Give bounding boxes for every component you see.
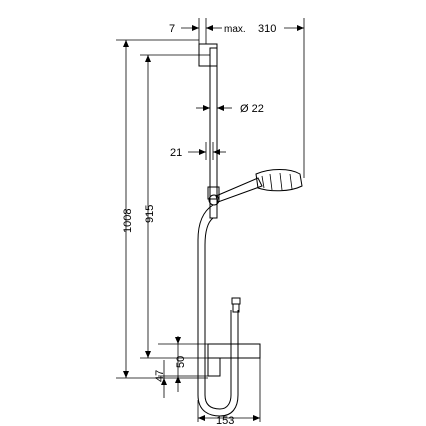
dimension-wall-offset: 21 bbox=[170, 142, 226, 160]
dim-holder-47-label: 47 bbox=[154, 370, 166, 382]
dim-max-label: max. bbox=[224, 24, 246, 35]
dim-holder-50-label: 50 bbox=[175, 356, 187, 368]
dim-total-height-label: 1008 bbox=[122, 209, 134, 233]
dim-top-offset-label: 7 bbox=[169, 23, 175, 35]
dim-rail-diameter-label: Ø 22 bbox=[240, 103, 264, 115]
dim-max-reach-label: 310 bbox=[258, 23, 276, 35]
soap-dish bbox=[207, 343, 261, 377]
dimension-rail-diameter: Ø 22 bbox=[196, 103, 264, 115]
dimension-bottom-holder: 47 50 bbox=[154, 336, 208, 398]
hand-shower-head bbox=[208, 169, 303, 206]
dim-wall-offset-label: 21 bbox=[170, 147, 182, 159]
shower-hose bbox=[197, 204, 241, 417]
shower-rail bbox=[198, 43, 220, 219]
dimension-total-height: 1008 bbox=[116, 39, 208, 379]
dim-rail-height-label: 915 bbox=[144, 205, 156, 223]
dim-soap-dish-width-label: 153 bbox=[216, 415, 234, 426]
dimension-rail-height: 915 bbox=[140, 54, 208, 359]
dimension-top: 7 max. 310 bbox=[169, 18, 305, 178]
dimension-soap-dish-width: 153 bbox=[197, 358, 261, 426]
